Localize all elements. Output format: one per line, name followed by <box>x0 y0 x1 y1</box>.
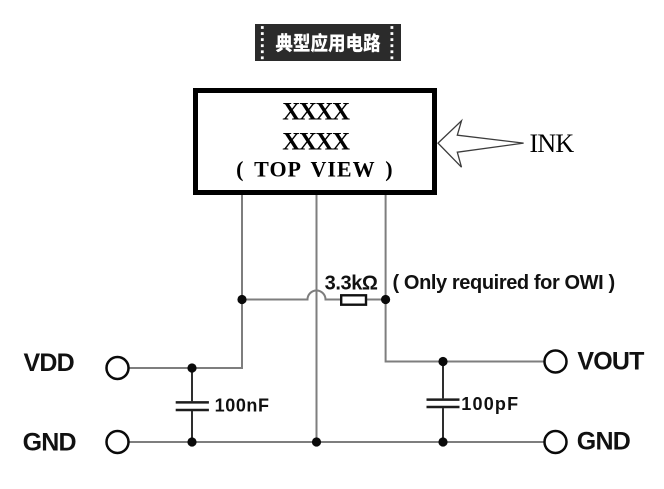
title-banner <box>255 24 401 61</box>
terminal-vout <box>543 349 568 374</box>
junction-vdd-cap <box>187 363 197 373</box>
port-label-gnd-left: GND <box>23 429 76 457</box>
banner-glyph-5 <box>347 33 363 53</box>
title-banner-dots-left <box>260 26 264 60</box>
port-label-gnd-right: GND <box>577 427 630 455</box>
port-label-vout: VOUT <box>577 348 644 376</box>
callout-arrow <box>437 118 524 168</box>
junction-gnd-cap-right <box>438 437 448 447</box>
cap-left-value-label: 100nF <box>215 396 270 416</box>
banner-dot <box>390 44 394 48</box>
junction-gnd-cap-left <box>187 437 197 447</box>
banner-dot <box>260 44 264 48</box>
banner-dot <box>390 32 394 35</box>
junction-pin3-resistor <box>381 294 391 305</box>
title-banner-dots-right <box>390 26 394 60</box>
capacitor-right-symbol <box>426 398 460 409</box>
wire-pin3-to-vout <box>384 193 545 363</box>
banner-dot <box>260 26 264 29</box>
chip-top-view-label: ( TOP VIEW ) <box>236 157 394 182</box>
banner-glyph-2 <box>293 33 310 52</box>
chip-name-line1: XXXX <box>282 98 350 125</box>
banner-dot <box>390 38 394 42</box>
wire-vdd-to-pin1 <box>128 193 243 369</box>
capacitor-left-symbol <box>175 401 209 412</box>
cap-right-value-label: 100pF <box>461 394 519 414</box>
banner-dot <box>260 50 264 54</box>
terminal-gnd-right <box>543 429 568 455</box>
banner-dot <box>260 32 264 35</box>
chip-name-line2: XXXX <box>282 128 350 155</box>
banner-dot <box>260 56 264 60</box>
terminal-gnd-left <box>105 429 130 455</box>
banner-glyph-3 <box>310 32 328 53</box>
banner-glyph-4 <box>328 34 344 53</box>
banner-dot <box>390 26 394 29</box>
junction-vout-cap <box>438 356 448 367</box>
banner-dot <box>390 50 394 54</box>
junction-pin1-resistor <box>237 294 247 305</box>
terminal-vdd <box>105 355 130 381</box>
banner-glyph-1 <box>275 33 293 53</box>
port-label-vdd: VDD <box>24 349 74 377</box>
junction-gnd-pin2 <box>311 437 322 447</box>
chip-package-outline <box>193 88 437 195</box>
banner-dot <box>390 56 394 60</box>
banner-dot <box>260 38 264 42</box>
banner-glyph-6 <box>363 33 381 53</box>
resistor-note-label: ( Only required for OWI ) <box>393 272 615 294</box>
callout-ink-label: INK <box>530 129 575 158</box>
title-banner-text <box>275 32 381 53</box>
resistor-body <box>340 294 368 306</box>
resistor-value-label: 3.3kΩ <box>325 272 378 294</box>
